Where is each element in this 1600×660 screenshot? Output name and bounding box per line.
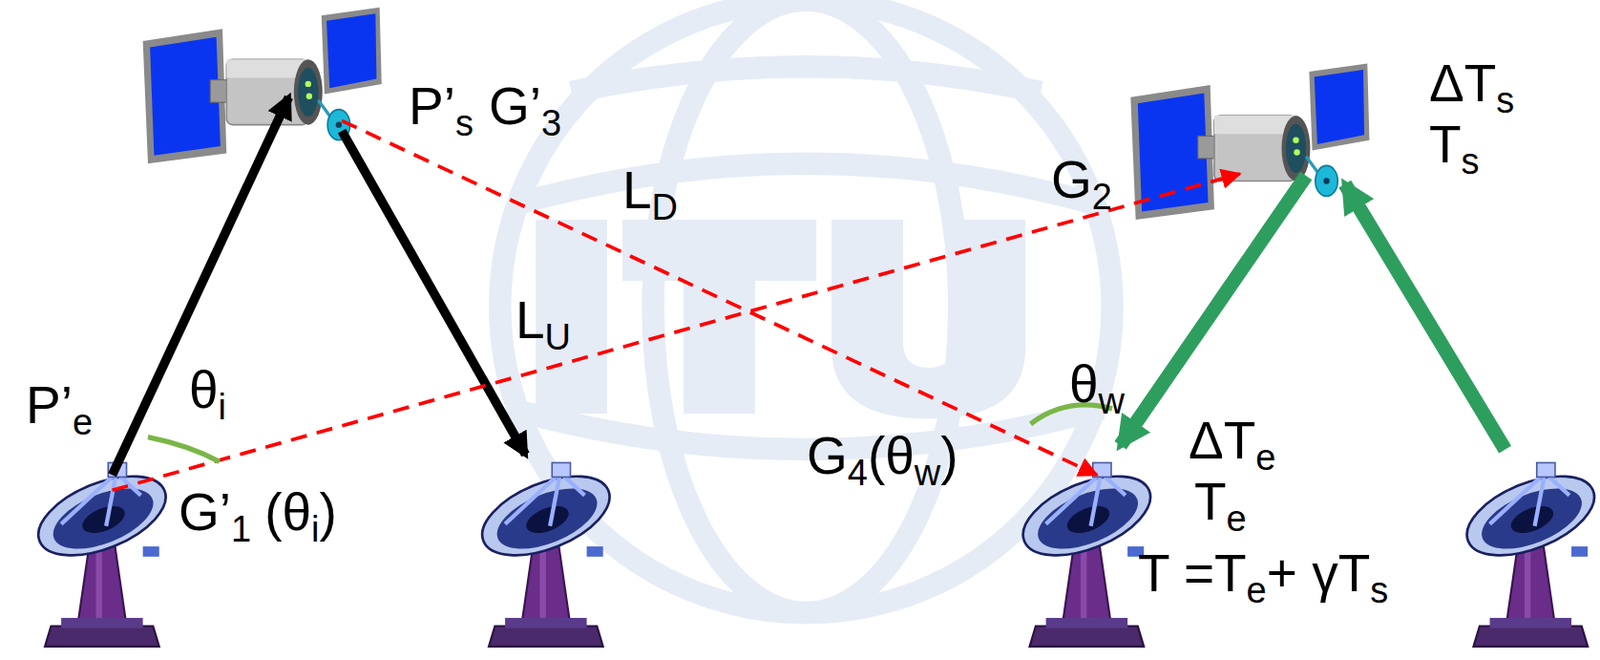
earth-station [27,460,177,647]
subscript-label: D [652,187,678,228]
subscript-label: w [914,452,941,493]
symbol-label: T [1429,114,1462,174]
itu-letters [535,219,1026,419]
subscript-label: e [1255,437,1276,478]
symbol-label: T [1194,471,1227,531]
label-group: ΔTs [1429,57,1515,119]
label-group: LU [515,294,571,356]
symbol-label: P’ [408,76,456,136]
wanted-links [112,97,527,475]
symbol-label: G [1051,149,1093,210]
label-group: T =Te+ γTs [1137,547,1389,609]
satellite [1130,63,1369,221]
symbol-label: ΔT [1188,410,1256,470]
subscript-label: i [218,386,227,427]
label-group: θi [189,363,227,425]
subscript-label: w [1098,380,1125,422]
subscript-label: U [545,316,571,358]
symbol-label: P’ [25,375,73,435]
subscript-label: e [1226,498,1247,539]
label-group: P’sG’3 [408,80,562,142]
symbol-label: ΔT [1429,53,1496,113]
label-group: G2 [1051,153,1113,215]
subscript-label: 2 [1092,176,1113,217]
subscript-label: i [311,508,319,549]
symbol-label: G’ [488,76,542,136]
angle-arcs [147,404,1113,463]
subscript-label: s [1495,80,1515,121]
label-group: G4(θw) [806,429,959,491]
symbol-label: (θ [867,425,915,485]
earth-station [471,460,621,647]
symbol-label: ) [319,482,337,542]
label-group: Te [1194,475,1247,537]
symbol-label: θ [1069,354,1099,414]
subscript-label: 1 [231,508,252,549]
label-group: G’1 (θi) [178,485,337,548]
symbol-label: θ [189,359,219,420]
earth-station [1455,460,1600,647]
subscript-label: s [1461,141,1480,182]
symbol-label: G’ [178,482,232,542]
subscript-label: s [455,103,474,144]
subscript-label: e [1246,569,1267,611]
label-group: P’e [25,378,93,441]
victim-links [1120,175,1506,449]
label-group: LD [622,164,678,226]
symbol-label: L [622,160,653,220]
interference-paths [112,120,1241,490]
subscript-label: 4 [847,452,868,493]
symbol-label: G [806,425,848,485]
symbol-label: T =T [1137,543,1247,603]
label-group: ΔTe [1188,414,1276,476]
subscript-label: 3 [541,103,562,144]
symbol-label: + γT [1266,543,1371,603]
label-group: θw [1069,357,1125,420]
symbol-label: (θ [264,482,312,542]
subscript-label: e [72,401,93,443]
subscript-label: s [1369,569,1389,611]
symbol-label: L [515,290,546,350]
label-group: Ts [1429,118,1480,180]
symbol-label: ) [940,425,958,485]
